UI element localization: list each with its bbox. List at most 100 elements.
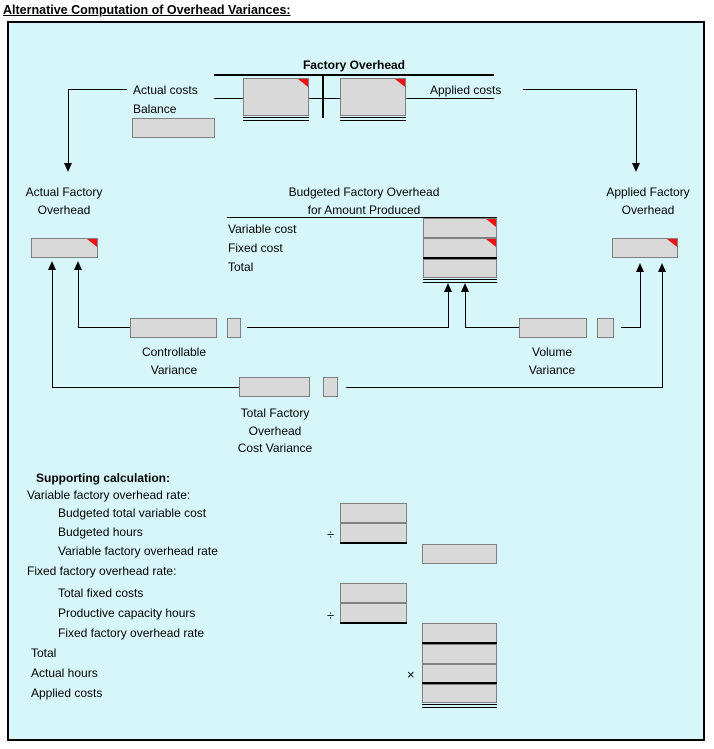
total-row-label: Total xyxy=(31,646,57,660)
connector-line xyxy=(465,327,519,328)
connector-line xyxy=(346,387,662,388)
arrow-up-icon xyxy=(461,283,469,292)
total-variance-flag-input[interactable] xyxy=(323,377,338,397)
connector-line xyxy=(68,89,69,163)
applied-costs-label: Applied costs xyxy=(430,83,502,97)
division-line xyxy=(340,622,407,624)
budgeted-hours-input[interactable] xyxy=(340,523,407,543)
total-variance-label: Total Factory Overhead Cost Variance xyxy=(225,405,325,458)
budget-total-input[interactable] xyxy=(423,259,497,278)
controllable-variance-input[interactable] xyxy=(130,318,217,338)
variable-rate-result-input[interactable] xyxy=(422,544,497,564)
total-rate-input[interactable] xyxy=(422,644,497,664)
fixed-cost-label: Fixed cost xyxy=(228,241,283,255)
productive-capacity-hours-input[interactable] xyxy=(340,603,407,623)
multiplication-line xyxy=(422,682,497,684)
budget-sum-line xyxy=(423,257,497,259)
connector-line xyxy=(247,327,448,328)
connector-line xyxy=(636,89,637,163)
budgeted-total-variable-cost-label: Budgeted total variable cost xyxy=(58,506,207,520)
connector-line xyxy=(465,292,466,328)
total-fixed-costs-label: Total fixed costs xyxy=(58,586,144,600)
applied-factory-overhead-header: Applied Factory Overhead xyxy=(598,184,698,219)
variable-rate-label: Variable factory overhead rate xyxy=(58,544,218,558)
t-account-divider-line xyxy=(322,74,324,118)
connector-line xyxy=(621,327,640,328)
budget-variable-cost-input[interactable] xyxy=(423,218,497,238)
budget-header-underline xyxy=(227,217,497,218)
actual-factory-overhead-header: Actual Factory Overhead xyxy=(14,184,114,219)
arrow-down-icon xyxy=(64,163,72,172)
comment-marker-icon xyxy=(486,219,496,227)
total-label: Total xyxy=(228,260,254,274)
comment-marker-icon xyxy=(298,79,308,87)
arrow-up-icon xyxy=(74,261,82,270)
divide-symbol: ÷ xyxy=(327,527,335,542)
variable-cost-label: Variable cost xyxy=(228,222,297,236)
fixed-rate-result-input[interactable] xyxy=(422,623,497,643)
header-line: Actual Factory xyxy=(25,185,103,199)
header-line: Applied Factory xyxy=(606,185,690,199)
multiply-symbol: × xyxy=(407,667,415,682)
t-account-top-line xyxy=(214,74,494,76)
t-account-title: Factory Overhead xyxy=(302,58,406,72)
label-line: Variance xyxy=(150,362,198,377)
connector-line xyxy=(78,327,130,328)
budgeted-hours-label: Budgeted hours xyxy=(58,525,143,539)
supporting-calculation-title: Supporting calculation: xyxy=(36,471,170,485)
total-fixed-costs-input[interactable] xyxy=(340,583,407,603)
connector-line xyxy=(78,270,79,328)
budgeted-total-variable-cost-input[interactable] xyxy=(340,503,407,523)
page-title: Alternative Computation of Overhead Vari… xyxy=(3,3,291,17)
arrow-up-icon xyxy=(658,263,666,272)
controllable-variance-flag-input[interactable] xyxy=(227,318,241,338)
fixed-rate-label: Fixed factory overhead rate xyxy=(58,626,205,640)
division-line xyxy=(340,542,407,544)
volume-variance-input[interactable] xyxy=(519,318,587,338)
controllable-variance-label: Controllable Variance xyxy=(124,344,224,379)
balance-label: Balance xyxy=(133,102,177,116)
header-line: Overhead xyxy=(621,202,675,217)
productive-capacity-hours-label: Productive capacity hours xyxy=(58,606,196,620)
actual-costs-label: Actual costs xyxy=(133,83,198,97)
volume-variance-label: Volume Variance xyxy=(502,344,602,379)
comment-marker-icon xyxy=(486,239,496,247)
actual-factory-overhead-input[interactable] xyxy=(31,238,98,258)
arrow-up-icon xyxy=(48,261,56,270)
budget-total-double-underline xyxy=(423,279,497,283)
balance-input[interactable] xyxy=(132,118,215,138)
connector-line xyxy=(68,89,127,90)
t-account-credit-input[interactable] xyxy=(340,78,406,116)
connector-line xyxy=(662,272,663,388)
applied-factory-overhead-input[interactable] xyxy=(612,238,678,258)
divide-symbol: ÷ xyxy=(327,608,335,623)
connector-line xyxy=(640,272,641,328)
t-account-debit-input[interactable] xyxy=(243,78,309,116)
fixed-rate-section-label: Fixed factory overhead rate: xyxy=(27,564,177,578)
connector-line xyxy=(448,292,449,328)
header-line: Budgeted Factory Overhead xyxy=(288,185,440,199)
applied-costs-result-input[interactable] xyxy=(422,684,497,703)
arrow-down-icon xyxy=(632,163,640,172)
connector-line xyxy=(52,387,239,388)
comment-marker-icon xyxy=(87,239,97,247)
label-line: Variance xyxy=(528,362,576,377)
addition-line xyxy=(422,642,497,644)
comment-marker-icon xyxy=(395,79,405,87)
label-line: Overhead xyxy=(248,423,302,438)
variable-rate-section-label: Variable factory overhead rate: xyxy=(27,488,191,502)
applied-costs-double-underline xyxy=(422,704,497,708)
label-line: Cost Variance xyxy=(237,441,313,455)
budget-fixed-cost-input[interactable] xyxy=(423,238,497,258)
comment-marker-icon xyxy=(667,239,677,247)
total-variance-input[interactable] xyxy=(239,377,310,397)
arrow-up-icon xyxy=(636,263,644,272)
header-line: for Amount Produced xyxy=(307,202,421,217)
actual-hours-input[interactable] xyxy=(422,664,497,683)
label-line: Total Factory xyxy=(240,406,310,420)
applied-costs-row-label: Applied costs xyxy=(31,686,103,700)
budgeted-factory-overhead-header: Budgeted Factory Overhead for Amount Pro… xyxy=(264,184,464,219)
actual-hours-label: Actual hours xyxy=(31,666,98,680)
volume-variance-flag-input[interactable] xyxy=(597,318,614,338)
